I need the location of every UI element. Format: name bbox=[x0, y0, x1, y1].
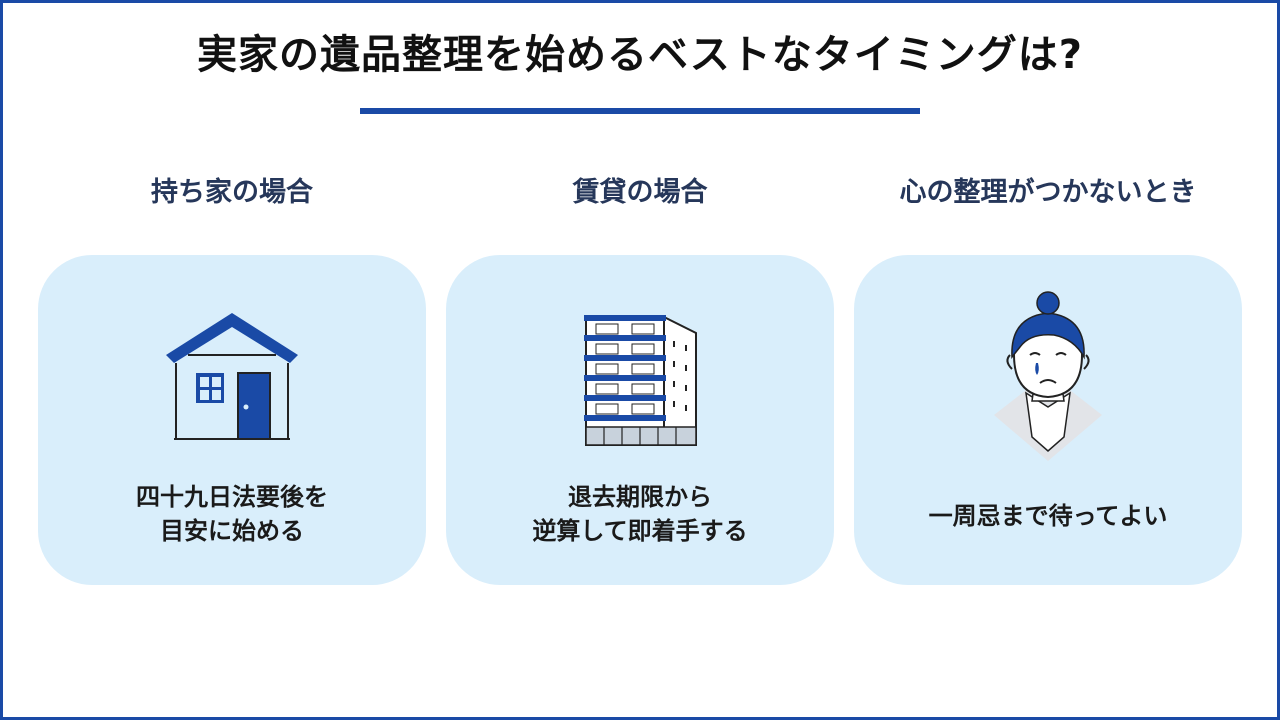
card-text-line: 目安に始める bbox=[160, 517, 304, 545]
card-rental: 退去期限から 逆算して即着手する bbox=[446, 255, 834, 585]
apartment-building-icon bbox=[584, 315, 697, 446]
card-text-line: 退去期限から bbox=[568, 483, 712, 511]
house-icon bbox=[166, 313, 298, 440]
title-underline bbox=[360, 108, 920, 114]
crying-person-icon bbox=[994, 291, 1102, 461]
column-heading-owned-home: 持ち家の場合 bbox=[151, 177, 313, 208]
column-heading-emotional: 心の整理がつかないとき bbox=[899, 177, 1197, 208]
slide-title: 実家の遺品整理を始めるベストなタイミングは? bbox=[196, 32, 1083, 78]
card-owned-home: 四十九日法要後を 目安に始める bbox=[38, 255, 426, 585]
card-emotional: 一周忌まで待ってよい bbox=[854, 255, 1242, 585]
card-text-line: 四十九日法要後を bbox=[136, 483, 328, 511]
card-text-line: 一周忌まで待ってよい bbox=[928, 502, 1168, 530]
card-text-line: 逆算して即着手する bbox=[532, 517, 748, 545]
column-heading-rental: 賃貸の場合 bbox=[572, 177, 708, 208]
